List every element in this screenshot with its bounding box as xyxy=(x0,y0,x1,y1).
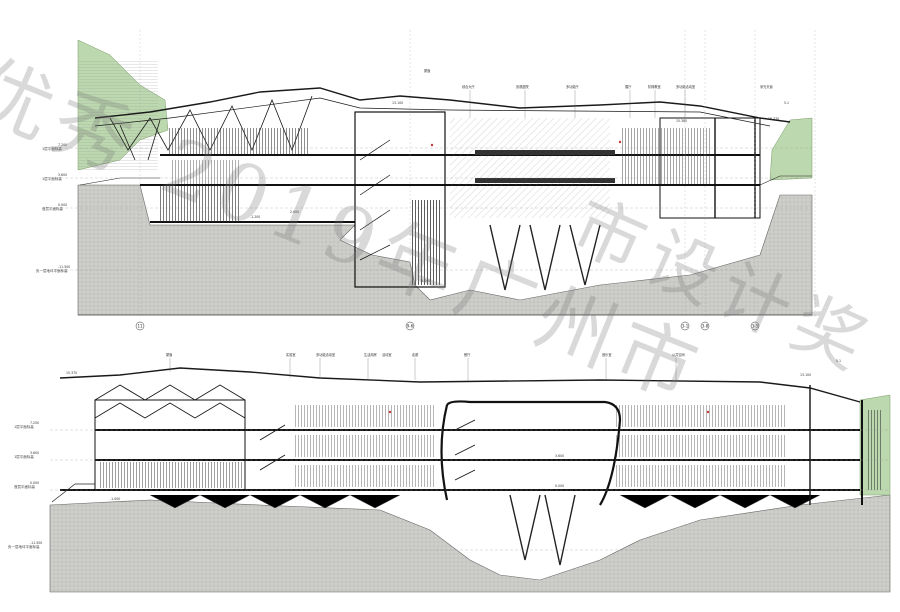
svg-text:音乐室: 音乐室 xyxy=(602,352,612,357)
bottom-ground-mass xyxy=(49,494,891,593)
svg-text:展厅: 展厅 xyxy=(625,84,632,89)
svg-text:15.370: 15.370 xyxy=(768,117,779,121)
svg-text:多功能厅: 多功能厅 xyxy=(566,84,580,89)
top-annotations: 屋面 综合大厅 景观庭院 多功能厅 展厅 阶梯教室 多功能活动室 采光天窗 5.… xyxy=(250,68,789,283)
svg-text:阶梯教室: 阶梯教室 xyxy=(648,84,661,89)
top-roof xyxy=(94,87,791,123)
svg-text:综合大厅: 综合大厅 xyxy=(462,84,476,89)
svg-text:15.370: 15.370 xyxy=(66,371,77,375)
top-axis-id-4: 3-8 xyxy=(702,324,709,329)
svg-text:景观庭院: 景观庭院 xyxy=(516,84,530,89)
svg-text:餐厅: 餐厅 xyxy=(464,352,471,357)
top-axis-bubbles: 11 9-6 3-1 3-8 3-5 xyxy=(135,321,760,331)
accent-marks xyxy=(388,140,710,414)
svg-text:走廊: 走廊 xyxy=(412,352,419,357)
section-top: 1层平面标高 1层平面标高 首层平面标高 负一层地坪平面标高 7.200 3.6… xyxy=(36,30,816,331)
top-axis-id-5: 3-5 xyxy=(752,324,759,329)
bottom-level-label-4: 负一层地坪平面标高 xyxy=(8,544,40,549)
top-level-label-3: 首层平面标高 xyxy=(42,206,63,211)
bottom-level-value-4: -11.500 xyxy=(30,541,42,545)
svg-text:屋面: 屋面 xyxy=(424,68,430,73)
top-axis-id-2: 9-6 xyxy=(407,324,414,329)
top-axis-id-3: 3-1 xyxy=(682,324,689,329)
svg-text:公共空间: 公共空间 xyxy=(672,352,685,357)
svg-text:13.100: 13.100 xyxy=(392,101,403,105)
top-level-value-2: 3.600 xyxy=(58,173,67,177)
bottom-level-value-3: 0.000 xyxy=(30,481,39,485)
svg-text:多功能活动室: 多功能活动室 xyxy=(676,84,695,89)
svg-text:实验室: 实验室 xyxy=(286,352,296,357)
top-level-label-4: 负一层地坪平面标高 xyxy=(36,268,68,273)
bottom-annotations: 屋面 实验室 多功能活动室 生活用房 活动室 走廊 餐厅 音乐室 公共空间 5.… xyxy=(66,352,841,501)
svg-text:采光天窗: 采光天窗 xyxy=(760,84,773,89)
top-level-value-3: 0.000 xyxy=(58,203,67,207)
bottom-level-label-2: 1层平面标高 xyxy=(14,454,34,459)
top-stair-core xyxy=(354,111,446,288)
svg-text:活动室: 活动室 xyxy=(382,352,392,357)
bottom-level-value-2: 3.600 xyxy=(30,451,39,455)
top-axis-id-1: 11 xyxy=(137,324,143,329)
svg-text:多功能活动室: 多功能活动室 xyxy=(316,352,335,357)
svg-text:屋面: 屋面 xyxy=(166,352,172,357)
svg-text:-1.000: -1.000 xyxy=(110,497,120,501)
svg-text:3.600: 3.600 xyxy=(555,454,564,458)
svg-text:5.1: 5.1 xyxy=(784,101,789,105)
svg-text:0.000: 0.000 xyxy=(555,484,564,488)
bottom-level-label-1: 1层平面标高 xyxy=(14,424,34,429)
bottom-roof xyxy=(59,367,861,403)
top-level-label-2: 1层平面标高 xyxy=(42,176,62,181)
top-level-label-1: 1层平面标高 xyxy=(42,146,62,151)
svg-text:2.000: 2.000 xyxy=(290,210,299,214)
svg-text:-1.200: -1.200 xyxy=(250,215,260,219)
svg-text:生活用房: 生活用房 xyxy=(364,352,377,357)
svg-text:15.380: 15.380 xyxy=(676,119,687,123)
svg-text:5.1: 5.1 xyxy=(836,359,841,363)
top-level-value-1: 7.200 xyxy=(58,143,67,147)
top-level-value-4: -11.500 xyxy=(58,265,70,269)
svg-text:13.100: 13.100 xyxy=(800,373,811,377)
svg-text:-6.000: -6.000 xyxy=(420,279,430,283)
bottom-level-value-1: 7.200 xyxy=(30,421,39,425)
bottom-level-label-3: 首层平面标高 xyxy=(14,484,35,489)
top-hill-right xyxy=(769,117,813,181)
section-bottom: 1层平面标高 1层平面标高 首层平面标高 负一层地坪平面标高 7.200 3.6… xyxy=(8,352,891,593)
